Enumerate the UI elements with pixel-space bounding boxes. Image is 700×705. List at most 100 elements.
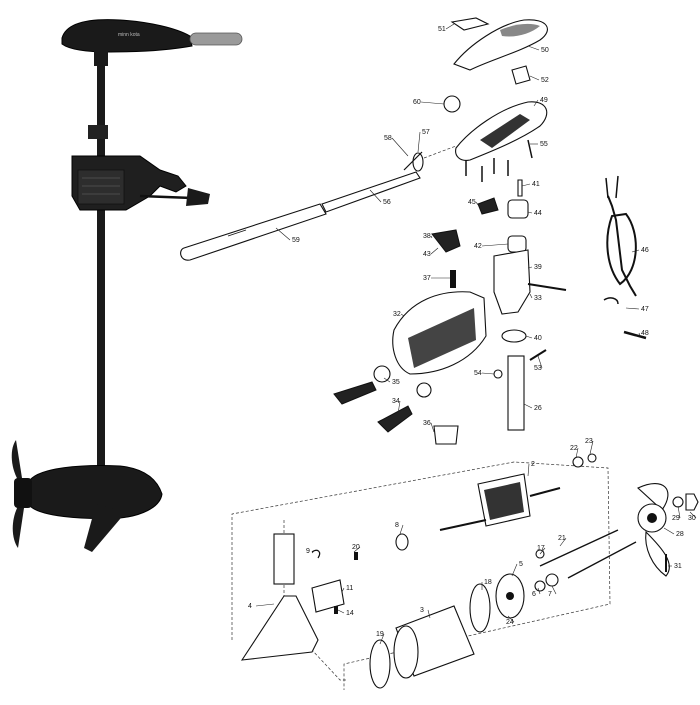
propeller-blade-upper <box>11 440 22 480</box>
propeller-blade-lower <box>12 506 24 548</box>
callout-leader-22 <box>575 447 579 459</box>
callout-label-37: 37 <box>423 275 431 282</box>
part-21-through-bolt <box>539 529 619 567</box>
callout-label-50: 50 <box>541 47 549 54</box>
part-30-prop-nut <box>685 493 699 511</box>
callout-label-8: 8 <box>395 522 399 529</box>
part-18-o-ring <box>469 583 491 633</box>
callout-label-60: 60 <box>413 99 421 106</box>
clamp-knob-icon <box>186 188 210 206</box>
callout-leader-50 <box>527 45 540 51</box>
part-56-tiller-extension <box>321 171 421 213</box>
part-39-yoke <box>493 249 531 315</box>
clamp-screw <box>139 194 193 200</box>
callout-leader-43 <box>430 247 439 255</box>
part-40-bushing <box>501 329 527 343</box>
head-logo: minn kota <box>118 32 140 38</box>
callout-label-26: 26 <box>534 405 542 412</box>
part-53-screw <box>529 349 547 361</box>
tiller-handle <box>189 32 243 46</box>
callout-label-41: 41 <box>532 181 540 188</box>
callout-label-30: 30 <box>688 515 696 522</box>
skeg-fin <box>84 504 126 552</box>
callout-leader-52 <box>529 75 540 81</box>
callout-label-42: 42 <box>474 243 482 250</box>
part-6-washer <box>534 580 546 592</box>
callout-leader-17 <box>539 547 546 555</box>
control-head-parts <box>180 17 567 445</box>
callout-label-35: 35 <box>392 379 400 386</box>
callout-leader-45 <box>475 201 479 206</box>
part-47-terminal-icon <box>603 297 619 305</box>
callout-label-2: 2 <box>531 461 535 468</box>
part-60-potentiometer <box>443 95 461 113</box>
callout-leader-46 <box>631 249 640 253</box>
dash-lower-outline <box>231 461 611 690</box>
callout-label-33: 33 <box>534 295 542 302</box>
part-8-bearing <box>395 533 409 551</box>
callout-label-7: 7 <box>548 591 552 598</box>
part-51-decal <box>450 17 490 31</box>
dash-tiller <box>423 145 457 159</box>
callout-leader-6 <box>537 587 541 595</box>
part-34-clamp-screw <box>377 405 413 433</box>
callout-leader-7 <box>551 585 557 595</box>
callout-label-14: 14 <box>346 610 354 617</box>
part-37-spring <box>450 270 456 288</box>
part-48-wire-end <box>623 330 647 340</box>
callout-label-9: 9 <box>306 548 310 555</box>
callout-label-56: 56 <box>383 199 391 206</box>
callout-leader-8 <box>399 524 404 535</box>
callout-label-4: 4 <box>248 603 252 610</box>
callout-leader-4 <box>255 603 275 607</box>
callout-label-21: 21 <box>558 535 566 542</box>
callout-label-45: 45 <box>468 199 476 206</box>
callout-label-49: 49 <box>540 97 548 104</box>
callout-label-6: 6 <box>532 591 536 598</box>
callout-leader-33 <box>529 293 533 299</box>
callout-leader-54 <box>481 372 495 375</box>
part-11-brush-plate <box>311 579 345 613</box>
callout-label-29: 29 <box>672 515 680 522</box>
callout-label-18: 18 <box>484 579 492 586</box>
callout-leader-49 <box>533 99 539 107</box>
callout-label-17: 17 <box>537 545 545 552</box>
part-36-wing-knob <box>433 425 459 445</box>
callout-label-44: 44 <box>534 210 542 217</box>
callout-label-52: 52 <box>541 77 549 84</box>
part-46-wire-harness <box>607 195 637 297</box>
callout-leader-21 <box>559 537 567 547</box>
wiring-parts <box>603 175 647 340</box>
callout-label-19: 19 <box>376 631 384 638</box>
callout-label-32: 32 <box>393 311 401 318</box>
part-41-pin <box>517 179 523 197</box>
callout-leader-11 <box>341 587 345 593</box>
callout-label-23: 23 <box>585 438 593 445</box>
part-38-cam-lever <box>431 229 461 253</box>
callout-label-5: 5 <box>519 561 523 568</box>
callout-label-36: 36 <box>423 420 431 427</box>
part-35-clamp-pad <box>373 365 391 383</box>
depth-collar <box>88 125 108 139</box>
callout-leader-23 <box>589 440 594 455</box>
callout-label-3: 3 <box>420 607 424 614</box>
part-7-bearing <box>545 573 559 587</box>
callout-leader-40 <box>525 335 533 339</box>
callout-label-38: 38 <box>423 233 431 240</box>
part-4-tube <box>273 533 295 585</box>
callout-leader-3 <box>427 609 431 619</box>
callout-label-24: 24 <box>506 619 514 626</box>
callout-leader-30 <box>689 511 697 519</box>
callout-leader-28 <box>663 527 675 535</box>
part-14-screw <box>334 606 338 614</box>
callout-leader-5 <box>511 563 518 577</box>
lower-unit-housing <box>29 465 163 519</box>
callout-leader-35 <box>383 377 391 383</box>
callout-leader-2 <box>527 463 530 477</box>
callout-label-59: 59 <box>292 237 300 244</box>
bracket-plate <box>77 169 125 205</box>
callout-leader-29 <box>677 505 681 519</box>
part-19-o-ring <box>369 639 391 689</box>
callout-leader-51 <box>445 23 455 30</box>
